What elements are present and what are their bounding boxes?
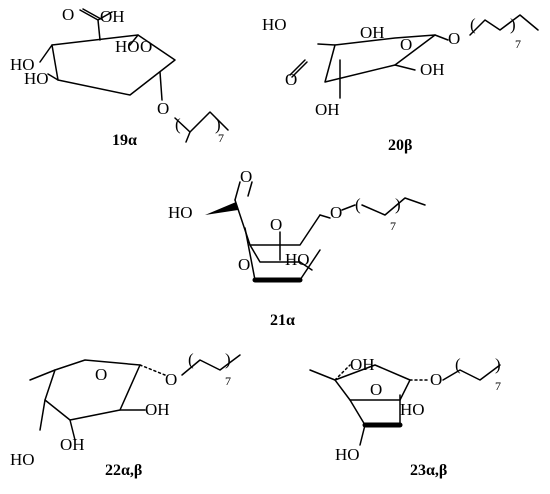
compound-21a: O HO O O ( ) 7 O HO 21α <box>168 167 426 329</box>
compound-20b: HO OH O O ( ) 7 O OH OH 20β <box>262 14 539 154</box>
compound-21a-wedge-ho <box>205 202 238 215</box>
compound-21a-repeat-count: 7 <box>390 219 396 233</box>
compound-23ab-bonds <box>309 364 501 446</box>
compound-20b-label-oh-bottom: OH <box>315 100 340 119</box>
compound-21a-label-ho-inner: HO <box>285 250 310 269</box>
compound-20b-label-ring-o: O <box>400 35 412 54</box>
compound-19a-label-ho-lower: HO <box>24 69 49 88</box>
compound-21a-label-ring-o1: O <box>270 215 282 234</box>
compound-21a-bonds <box>205 181 426 283</box>
compound-21a-paren-open: ( <box>355 195 361 214</box>
compound-19a-repeat-count: 7 <box>218 131 224 145</box>
compound-21a-label-ring-o2: O <box>238 255 250 274</box>
compound-19a-caption: 19α <box>112 132 137 149</box>
compound-21a-paren-close: ) <box>395 195 401 214</box>
compound-22ab-label-o-chain: O <box>165 370 177 389</box>
compound-22ab-paren-open: ( <box>188 350 194 369</box>
compound-22ab-caption: 22α,β <box>105 462 142 479</box>
compound-23ab-caption: 23α,β <box>410 462 447 479</box>
compound-22ab: O O ( ) 7 OH OH HO 22α,β <box>10 350 241 479</box>
compound-22ab-bonds <box>29 354 241 441</box>
compound-20b-repeat-count: 7 <box>515 37 521 51</box>
compound-21a-caption: 21α <box>270 312 295 329</box>
compound-22ab-label-ring-o: O <box>95 365 107 384</box>
compound-22ab-paren-close: ) <box>225 350 231 369</box>
compound-21a-label-carbonyl-o: O <box>240 167 252 186</box>
compound-23ab-paren-close: ) <box>495 355 501 374</box>
compound-20b-caption: 20β <box>388 137 412 154</box>
compound-20b-label-oh-right: OH <box>420 60 445 79</box>
compound-22ab-label-oh-right: OH <box>145 400 170 419</box>
compound-23ab-label-o-chain: O <box>430 370 442 389</box>
compound-20b-label-oh-top: OH <box>360 23 385 42</box>
compound-19a-paren-close: ) <box>215 115 221 134</box>
compound-23ab-label-ring-o: O <box>370 380 382 399</box>
compound-19a-label-ring-o: O <box>140 37 152 56</box>
compound-19a-label-o-chain: O <box>157 99 169 118</box>
compound-19a-paren-open: ( <box>175 115 181 134</box>
compound-19a-label-ho-inner: HO <box>115 37 140 56</box>
compound-19a-label-cooh-oh: OH <box>100 7 125 26</box>
compound-19a-bonds <box>39 8 229 143</box>
compound-21a-label-o-chain: O <box>330 203 342 222</box>
compound-23ab-repeat-count: 7 <box>495 379 501 393</box>
compound-21a-label-ho: HO <box>168 203 193 222</box>
compound-22ab-label-oh-mid: OH <box>60 435 85 454</box>
compound-23ab-label-oh-top: OH <box>350 355 375 374</box>
compound-19a-label-ho-left: HO <box>10 55 35 74</box>
compound-19a-label-cooh-o: O <box>62 5 74 24</box>
compound-20b-label-o-carbonyl: O <box>285 70 297 89</box>
compound-22ab-label-ho-left: HO <box>10 450 35 469</box>
compound-19a: O OH HO O HO HO O ( ) 7 19α <box>10 5 229 149</box>
compound-23ab-paren-open: ( <box>455 355 461 374</box>
compound-20b-paren-open: ( <box>470 15 476 34</box>
compound-20b-label-ho-acid: HO <box>262 15 287 34</box>
compound-23ab-label-ho-bottom: HO <box>335 445 360 464</box>
compound-23ab-label-ho-inner: HO <box>400 400 425 419</box>
compound-20b-bonds <box>289 14 539 99</box>
compound-20b-label-o-chain: O <box>448 29 460 48</box>
compound-23ab: OH O HO O ( ) 7 HO 23α,β <box>309 355 501 479</box>
compound-22ab-repeat-count: 7 <box>225 374 231 388</box>
compound-20b-paren-close: ) <box>510 15 516 34</box>
